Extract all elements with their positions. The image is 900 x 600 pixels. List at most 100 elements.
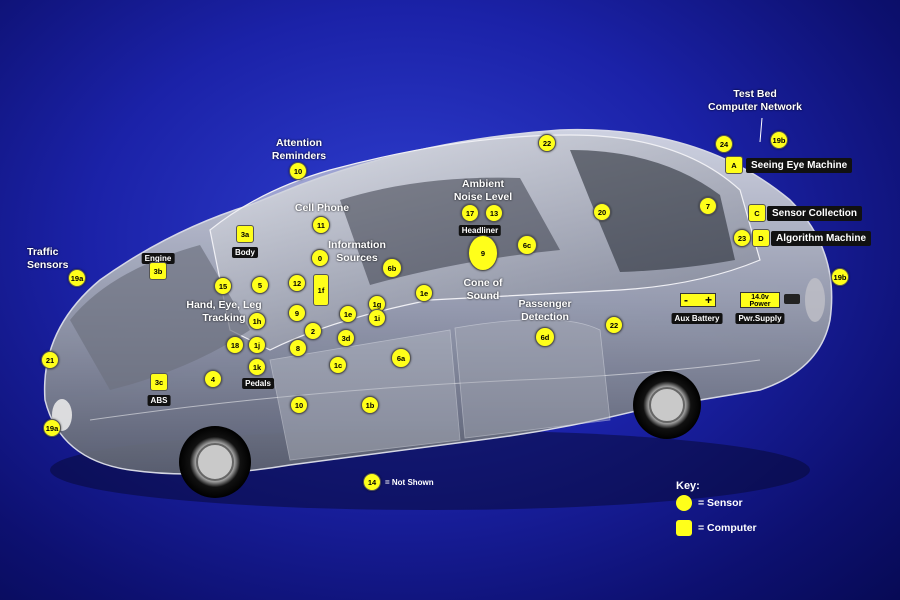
- attention-line2: Reminders: [271, 150, 327, 162]
- sensor-1i: 1i: [368, 309, 386, 327]
- attention-line1: Attention: [275, 137, 323, 149]
- cell-phone-text: Cell Phone: [294, 202, 350, 214]
- sensor-9-cone: 9: [468, 235, 498, 271]
- power-supply-icon: 14.0v Power: [740, 292, 780, 308]
- traffic-label: Traffic Sensors: [27, 246, 68, 272]
- test-bed-line2: Computer Network: [708, 101, 802, 113]
- computer-3a: 3a: [236, 225, 254, 243]
- computer-c: C: [748, 204, 766, 222]
- information-line2: Sources: [336, 252, 378, 264]
- information-label: Information Sources: [328, 239, 386, 265]
- sensor-6d: 6d: [535, 327, 555, 347]
- power-line1: 14.0v: [751, 294, 769, 301]
- tracking-label: Hand, Eye, Leg Tracking: [186, 299, 261, 325]
- key-computer-text: = Computer: [698, 522, 757, 534]
- sensor-0: 0: [311, 249, 329, 267]
- sensor-19b-rear: 19b: [831, 268, 849, 286]
- plug-icon: [784, 294, 800, 304]
- sensor-7: 7: [699, 197, 717, 215]
- sensor-5: 5: [251, 276, 269, 294]
- key-sensor-text: = Sensor: [698, 497, 743, 509]
- sensor-19a-upper: 19a: [68, 269, 86, 287]
- sensor-1e-small: 1e: [339, 305, 357, 323]
- key-computer-row: = Computer: [676, 520, 757, 536]
- abs-tag: ABS: [147, 395, 171, 406]
- sensor-15: 15: [214, 277, 232, 295]
- test-bed-line1: Test Bed: [733, 88, 777, 100]
- sensor-19b: 19b: [770, 131, 788, 149]
- sensor-6b: 6b: [382, 258, 402, 278]
- seeing-eye-tag: Seeing Eye Machine: [746, 158, 853, 173]
- power-line2: Power: [749, 301, 771, 308]
- sensor-22-passenger: 22: [605, 316, 623, 334]
- sensor-1j: 1j: [248, 336, 266, 354]
- ambient-label: Ambient Noise Level: [454, 178, 512, 204]
- key-sensor-row: = Sensor: [676, 495, 743, 511]
- sensor-24: 24: [715, 135, 733, 153]
- engine-tag: Engine: [141, 253, 175, 264]
- sensor-17: 17: [461, 204, 479, 222]
- computer-1f: 1f: [313, 274, 329, 306]
- computer-square-icon: [676, 520, 692, 536]
- computer-d: D: [752, 229, 770, 247]
- aux-battery-icon: - +: [680, 293, 716, 307]
- sensor-18: 18: [226, 336, 244, 354]
- cone-line2: Sound: [466, 290, 500, 302]
- sensor-19a-lower: 19a: [43, 419, 61, 437]
- computer-a: A: [725, 156, 743, 174]
- tracking-line1: Hand, Eye, Leg: [186, 299, 262, 311]
- sensor-9: 9: [288, 304, 306, 322]
- key-title: Key:: [676, 480, 700, 492]
- cone-line1: Cone of: [463, 277, 503, 289]
- sensor-3d: 3d: [337, 329, 355, 347]
- ambient-line2: Noise Level: [453, 191, 513, 203]
- sensor-20: 20: [593, 203, 611, 221]
- sensor-6c: 6c: [517, 235, 537, 255]
- not-shown-note: 14 = Not Shown: [363, 473, 434, 491]
- sensor-13: 13: [485, 204, 503, 222]
- sensor-22: 22: [538, 134, 556, 152]
- not-shown-text: = Not Shown: [385, 477, 434, 487]
- sensor-2: 2: [304, 322, 322, 340]
- cone-label: Cone of Sound: [463, 277, 502, 303]
- battery-plus: +: [704, 293, 712, 307]
- tracking-line2: Tracking: [202, 312, 246, 324]
- sensor-1b: 1b: [361, 396, 379, 414]
- attention-label: Attention Reminders: [272, 137, 326, 163]
- passenger-line2: Detection: [521, 311, 569, 323]
- information-line1: Information: [328, 239, 386, 251]
- pedals-tag: Pedals: [242, 378, 274, 389]
- sensor-21: 21: [41, 351, 59, 369]
- sensor-circle-icon: [676, 495, 692, 511]
- headliner-tag: Headliner: [458, 225, 502, 236]
- ambient-line1: Ambient: [462, 178, 504, 190]
- passenger-line1: Passenger: [518, 298, 572, 310]
- sensor-1c: 1c: [329, 356, 347, 374]
- sensor-1h: 1h: [248, 312, 266, 330]
- sensor-14: 14: [363, 473, 381, 491]
- sensor-4: 4: [204, 370, 222, 388]
- sensor-11: 11: [312, 216, 330, 234]
- sensor-10-lower: 10: [290, 396, 308, 414]
- body-tag: Body: [232, 247, 258, 258]
- sensor-12: 12: [288, 274, 306, 292]
- computer-3b: 3b: [149, 262, 167, 280]
- traffic-line2: Sensors: [27, 259, 69, 271]
- sensor-6a: 6a: [391, 348, 411, 368]
- algorithm-machine-tag: Algorithm Machine: [771, 231, 872, 246]
- computer-3c: 3c: [150, 373, 168, 391]
- cell-phone-label: Cell Phone: [295, 202, 349, 215]
- sensor-8: 8: [289, 339, 307, 357]
- sensor-collection-tag: Sensor Collection: [767, 206, 863, 221]
- traffic-line1: Traffic: [27, 246, 59, 258]
- pwr-supply-tag: Pwr.Supply: [735, 313, 785, 324]
- aux-battery-tag: Aux Battery: [671, 313, 723, 324]
- sensor-23: 23: [733, 229, 751, 247]
- test-bed-label: Test Bed Computer Network: [708, 88, 802, 114]
- passenger-label: Passenger Detection: [518, 298, 571, 324]
- battery-minus: -: [684, 293, 688, 307]
- sensor-1g: 1g: [368, 295, 386, 313]
- sensor-10: 10: [289, 162, 307, 180]
- sensor-1e: 1e: [415, 284, 433, 302]
